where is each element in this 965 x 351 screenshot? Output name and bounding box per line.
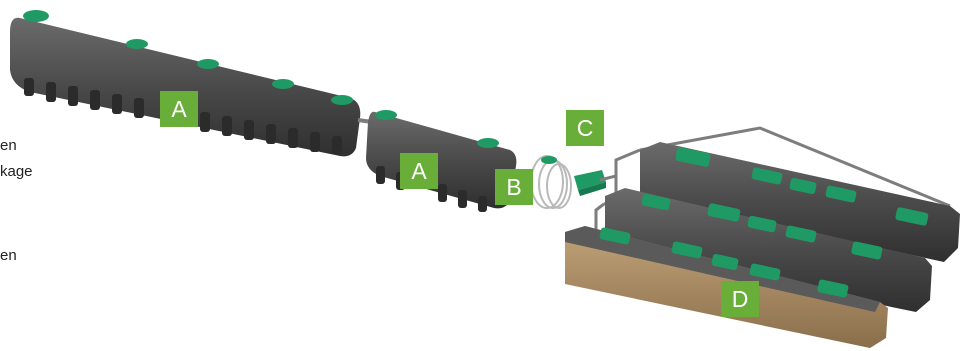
label-d-infiltration: D	[721, 281, 759, 317]
label-c-pump-chamber: C	[566, 110, 604, 146]
access-cap	[23, 10, 49, 22]
module-cap	[675, 147, 711, 167]
filter-coil	[530, 155, 572, 209]
label-b-filter: B	[495, 169, 533, 205]
module-cap	[895, 207, 929, 226]
side-text-1: en	[0, 137, 17, 154]
access-cap	[272, 79, 294, 89]
side-text-2: kage	[0, 163, 33, 180]
module-cap	[789, 177, 817, 195]
label-a-small-tank: A	[400, 153, 438, 189]
infiltration-module	[565, 142, 960, 348]
access-cap	[375, 110, 397, 120]
module-cap	[711, 253, 739, 271]
side-text-3: en	[0, 247, 17, 264]
module-cap	[817, 279, 849, 298]
module-cap	[747, 215, 777, 233]
module-cap	[785, 225, 817, 243]
access-cap	[197, 59, 219, 69]
module-cap	[751, 167, 783, 185]
module-cap	[599, 227, 631, 245]
pump-chamber	[574, 170, 606, 196]
access-cap	[331, 95, 353, 105]
module-cap	[749, 263, 781, 281]
access-cap	[477, 138, 499, 148]
module-cap	[641, 193, 671, 211]
label-a-large-tank: A	[160, 91, 198, 127]
module-cap	[851, 241, 883, 260]
module-cap	[671, 241, 703, 259]
module-cap	[707, 203, 741, 222]
septic-tank-large	[10, 10, 361, 157]
access-cap	[126, 39, 148, 49]
module-cap	[825, 185, 857, 203]
access-cap	[541, 156, 557, 164]
septic-tank-small	[366, 110, 517, 212]
